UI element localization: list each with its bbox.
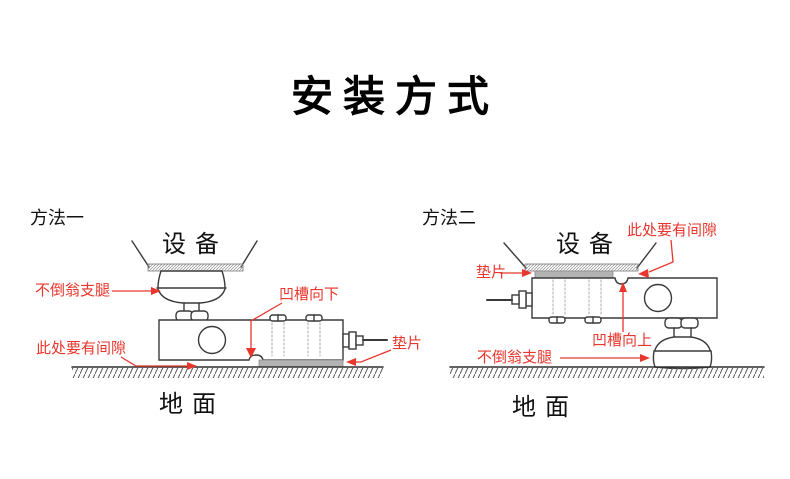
m2-support-leg-arrow bbox=[640, 354, 650, 362]
m2-ground-label: 地面 bbox=[512, 393, 578, 421]
m2-support-leg bbox=[652, 317, 713, 370]
m2-gap-annotation: 此处要有间隙 bbox=[627, 221, 718, 239]
m2-shim-annotation: 垫片 bbox=[476, 263, 507, 281]
m1-shim-arrow bbox=[346, 358, 356, 366]
m1-support-leg-annotation: 不倒翁支腿 bbox=[35, 281, 111, 299]
m1-ground-label: 地面 bbox=[159, 390, 225, 418]
m2-groove-arrow bbox=[619, 282, 627, 292]
method1-label: 方法一 bbox=[30, 208, 84, 229]
m1-load-cell-hole bbox=[197, 325, 227, 355]
method2-drawing bbox=[449, 242, 765, 378]
m1-shim bbox=[258, 359, 344, 368]
page-title: 安装方式 bbox=[290, 72, 499, 121]
annotation-leaders bbox=[112, 239, 674, 370]
m1-mounting-bolts bbox=[269, 314, 323, 322]
m1-support-leg bbox=[156, 270, 227, 322]
m1-equipment-left-wall bbox=[131, 240, 150, 268]
m2-bolt-guide-lines bbox=[552, 279, 602, 317]
m2-equipment-bottom-band bbox=[524, 263, 639, 272]
m2-equipment-left-wall bbox=[503, 242, 527, 269]
m1-support-leg-arrow bbox=[151, 287, 161, 295]
m1-gap-arrow bbox=[187, 362, 197, 370]
m2-groove-annotation: 凹槽向上 bbox=[592, 331, 653, 349]
m1-shim-annotation: 垫片 bbox=[392, 334, 423, 352]
m1-equipment-label: 设备 bbox=[162, 230, 228, 258]
m1-groove-arrow bbox=[246, 348, 256, 358]
m2-ground-hatch bbox=[450, 368, 764, 378]
m2-mounting-bolts bbox=[548, 316, 602, 324]
method2-label: 方法二 bbox=[422, 208, 476, 229]
m1-groove-annotation: 凹槽向下 bbox=[279, 285, 340, 303]
m2-shim-arrow bbox=[522, 269, 532, 277]
m1-groove-leader bbox=[250, 302, 283, 348]
m1-equipment-right-wall bbox=[240, 240, 258, 268]
m2-support-leg-annotation: 不倒翁支腿 bbox=[477, 348, 553, 366]
m1-equipment-bottom-band bbox=[147, 263, 244, 272]
m1-gap-leader bbox=[120, 356, 187, 367]
m1-cable-connector bbox=[342, 331, 388, 350]
m1-gap-annotation: 此处要有间隙 bbox=[36, 339, 127, 357]
m2-load-cell-hole bbox=[643, 283, 673, 313]
m2-load-cell-body bbox=[531, 277, 718, 319]
method1-drawing bbox=[71, 240, 388, 378]
m1-shim-leader bbox=[356, 349, 392, 363]
m2-equipment-right-wall bbox=[636, 242, 657, 269]
m2-equipment-label: 设备 bbox=[556, 230, 622, 258]
m2-gap-arrow bbox=[638, 269, 649, 278]
m1-bolt-guide-lines bbox=[271, 322, 321, 357]
m2-cable-connector bbox=[486, 290, 533, 309]
m1-ground-hatch bbox=[72, 368, 383, 378]
m2-shim bbox=[534, 270, 614, 279]
m2-gap-leader bbox=[648, 239, 674, 273]
